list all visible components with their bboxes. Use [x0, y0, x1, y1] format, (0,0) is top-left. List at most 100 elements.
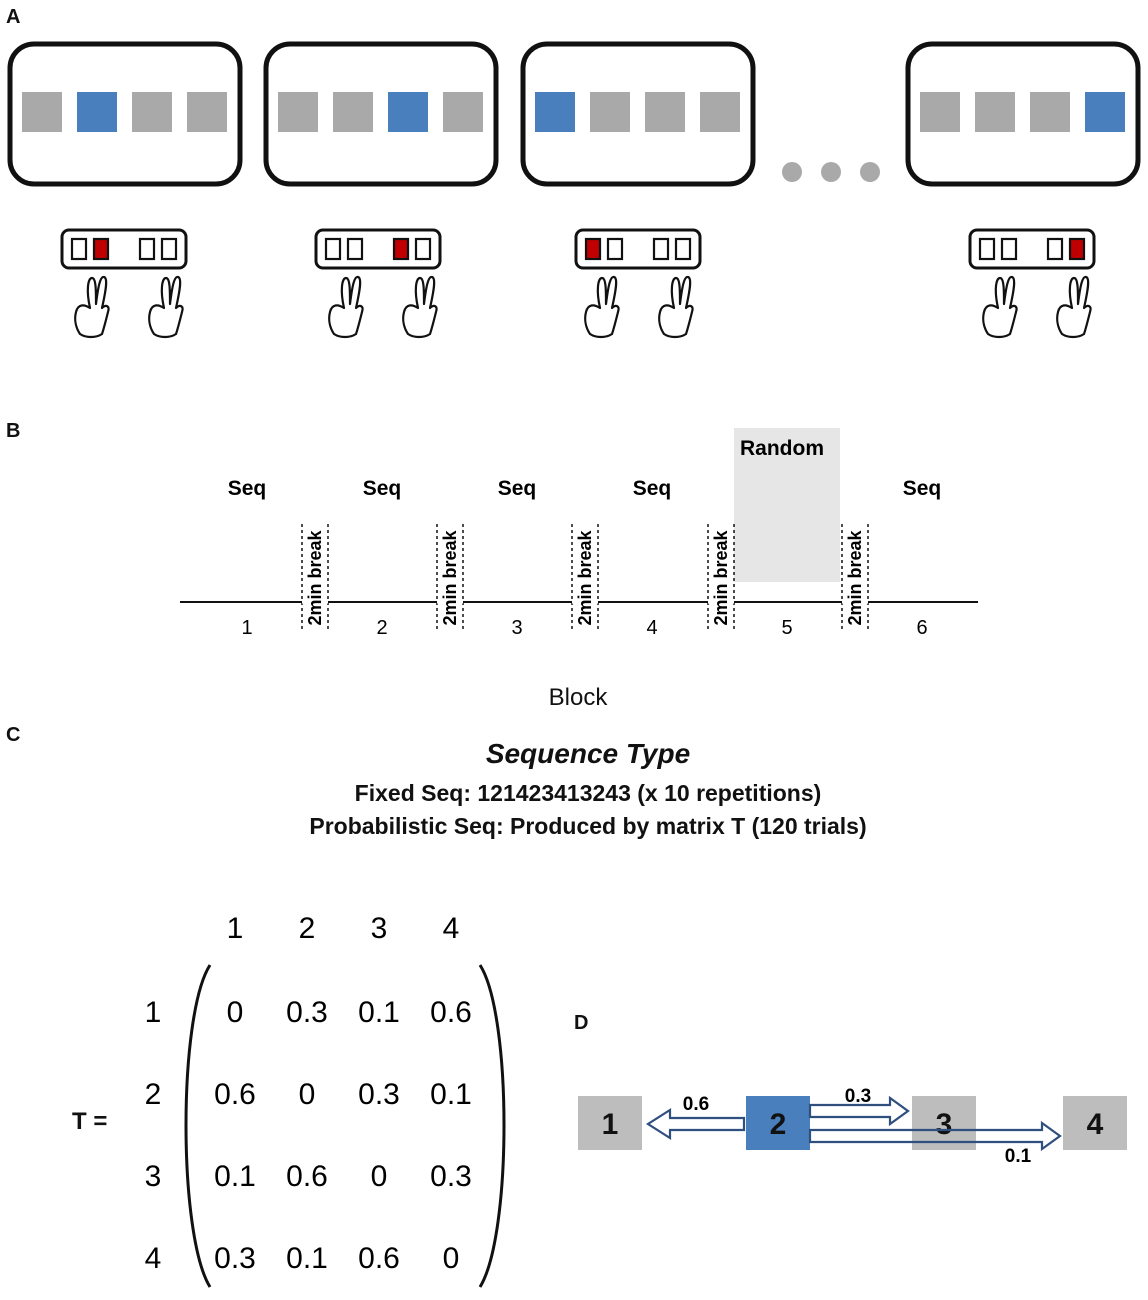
target-square: [590, 92, 630, 132]
target-square-active: [535, 92, 575, 132]
block-type-label: Seq: [363, 477, 402, 500]
panel-a-diagram: [7, 41, 1141, 339]
matrix-row-header: 3: [145, 1160, 162, 1193]
target-square: [333, 92, 373, 132]
key: [674, 237, 692, 261]
matrix-row-header: 4: [145, 1242, 162, 1275]
matrix-cell: 0: [299, 1078, 316, 1111]
target-square: [1030, 92, 1070, 132]
state-box-label: 2: [770, 1108, 787, 1141]
probabilistic-seq-line: Probabilistic Seq: Produced by matrix T …: [309, 813, 867, 839]
key: [414, 237, 432, 261]
block-axis-label: Block: [548, 684, 608, 711]
matrix-cell: 0.6: [286, 1160, 328, 1193]
keypad-4: [968, 228, 1096, 270]
matrix-cell: 0.3: [358, 1078, 400, 1111]
target-square: [278, 92, 318, 132]
break-label: 2min break: [440, 529, 460, 625]
arrow-label-0.6: 0.6: [683, 1094, 709, 1115]
key: [70, 237, 88, 261]
block-type-label: Seq: [498, 477, 537, 500]
arrow-2-to-3: [808, 1095, 910, 1127]
arrow-2-to-1: [645, 1107, 746, 1141]
panel-label-a: A: [6, 6, 21, 28]
key-pressed: [1068, 237, 1086, 261]
matrix-left-paren: [184, 964, 212, 1288]
key-pressed: [584, 237, 602, 261]
state-box-label: 3: [936, 1108, 953, 1141]
block-number: 1: [241, 617, 252, 639]
fixed-seq-line: Fixed Seq: 121423413243 (x 10 repetition…: [354, 780, 822, 806]
block-type-label: Random: [740, 437, 824, 460]
monitor-frame: [905, 41, 1141, 187]
state-box-label: 4: [1087, 1108, 1104, 1141]
state-box-2: [746, 1096, 810, 1150]
matrix-cell: 0.1: [358, 996, 400, 1029]
matrix-cell: 0: [371, 1160, 388, 1193]
matrix-cell: 0.3: [214, 1242, 256, 1275]
break-label: 2min break: [845, 529, 865, 625]
target-square: [22, 92, 62, 132]
matrix-cell: 0: [227, 996, 244, 1029]
state-box-label: 1: [602, 1108, 619, 1141]
block-number: 5: [781, 617, 792, 639]
target-square: [132, 92, 172, 132]
key: [346, 237, 364, 261]
hand-icon: [74, 275, 1092, 339]
matrix-col-header: 2: [299, 912, 316, 945]
sequence-type-title: Sequence Type: [485, 738, 691, 769]
random-block-shade: [734, 428, 840, 582]
key: [324, 237, 342, 261]
screen-2: [263, 41, 499, 187]
target-square: [187, 92, 227, 132]
screen-1: [7, 41, 243, 187]
break-label: 2min break: [305, 529, 325, 625]
break-label: 2min break: [711, 529, 731, 625]
matrix-cell: 0.1: [430, 1078, 472, 1111]
target-square-active: [77, 92, 117, 132]
monitor-frame: [7, 41, 243, 187]
block-number: 2: [376, 617, 387, 639]
keypad-2: [314, 228, 442, 270]
state-box-4: [1063, 1096, 1127, 1150]
panel-label-c: C: [6, 724, 21, 746]
matrix-col-header: 1: [227, 912, 244, 945]
keypad-3: [574, 228, 702, 270]
monitor-frame: [520, 41, 756, 187]
break-marker: 2min break: [436, 524, 464, 632]
keypad-1: [60, 228, 188, 270]
key: [1000, 237, 1018, 261]
matrix-cell: 0.3: [430, 1160, 472, 1193]
target-square: [920, 92, 960, 132]
target-square-active: [1085, 92, 1125, 132]
key: [160, 237, 178, 261]
target-square: [700, 92, 740, 132]
arrow-label-0.1: 0.1: [1005, 1146, 1032, 1167]
break-marker: 2min break: [301, 524, 329, 632]
screen-4: [905, 41, 1141, 187]
state-box-1: [578, 1096, 642, 1150]
break-marker: 2min break: [571, 524, 599, 632]
matrix-row-header: 1: [145, 996, 162, 1029]
matrix-col-header: 3: [371, 912, 388, 945]
key: [1046, 237, 1064, 261]
panel-label-b: B: [6, 420, 21, 442]
matrix-cell: 0.6: [358, 1242, 400, 1275]
key: [138, 237, 156, 261]
matrix-cell: 0: [443, 1242, 460, 1275]
target-square-active: [388, 92, 428, 132]
matrix-col-header: 4: [443, 912, 460, 945]
block-type-label: Seq: [903, 477, 942, 500]
monitor-frame: [263, 41, 499, 187]
block-number: 6: [916, 617, 927, 639]
break-marker: 2min break: [841, 524, 869, 632]
block-number: 4: [646, 617, 657, 639]
block-type-label: Seq: [228, 477, 267, 500]
ellipsis-dots: [782, 162, 880, 182]
target-square: [443, 92, 483, 132]
screen-3: [520, 41, 756, 187]
block-type-label: Seq: [633, 477, 672, 500]
matrix-cell: 0.1: [286, 1242, 328, 1275]
